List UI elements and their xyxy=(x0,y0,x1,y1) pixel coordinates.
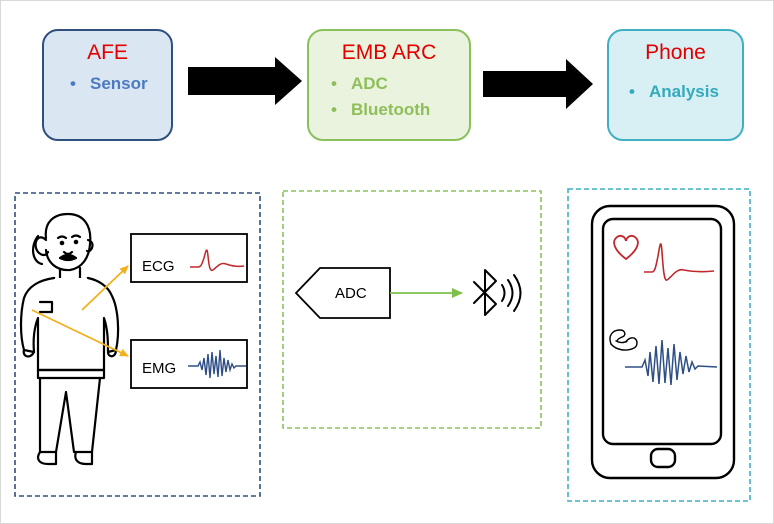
emb-arc-block: EMB ARC •ADC •Bluetooth xyxy=(307,29,471,141)
emb-item-bluetooth: •Bluetooth xyxy=(331,100,431,119)
smartphone-illustration xyxy=(590,204,736,480)
afe-block: AFE •Sensor xyxy=(42,29,173,141)
ecg-box xyxy=(130,233,248,283)
phone-ecg-waveform xyxy=(644,243,715,281)
emg-label: EMG xyxy=(142,360,176,377)
phone-item-analysis: •Analysis xyxy=(629,82,719,101)
afe-item-sensor: •Sensor xyxy=(70,74,148,93)
person-illustration xyxy=(19,212,120,466)
phone-panel xyxy=(567,188,751,502)
sensor-panel xyxy=(14,192,261,497)
arrow-body-to-ecg xyxy=(81,265,129,311)
muscle-arm-icon xyxy=(609,329,638,351)
arrow-emb-to-phone xyxy=(483,59,593,109)
phone-emg-waveform xyxy=(625,339,718,386)
bluetooth-icon xyxy=(473,269,522,316)
ecg-waveform xyxy=(190,249,245,272)
afe-title: AFE xyxy=(87,41,128,64)
adc-label: ADC xyxy=(335,285,367,302)
phone-block: Phone •Analysis xyxy=(607,29,744,141)
adc-panel xyxy=(282,190,542,429)
arrow-body-to-emg xyxy=(31,309,129,357)
emb-arc-list: •ADC •Bluetooth xyxy=(323,71,469,123)
emg-waveform xyxy=(188,349,246,379)
arrow-afe-to-emb xyxy=(188,57,302,105)
phone-list: •Analysis xyxy=(621,79,742,105)
emb-arc-title: EMB ARC xyxy=(341,41,437,64)
ecg-label: ECG xyxy=(142,258,175,275)
phone-title: Phone xyxy=(645,41,706,64)
emb-item-adc: •ADC xyxy=(331,74,388,93)
afe-list: •Sensor xyxy=(62,71,171,97)
heart-icon xyxy=(613,234,639,261)
